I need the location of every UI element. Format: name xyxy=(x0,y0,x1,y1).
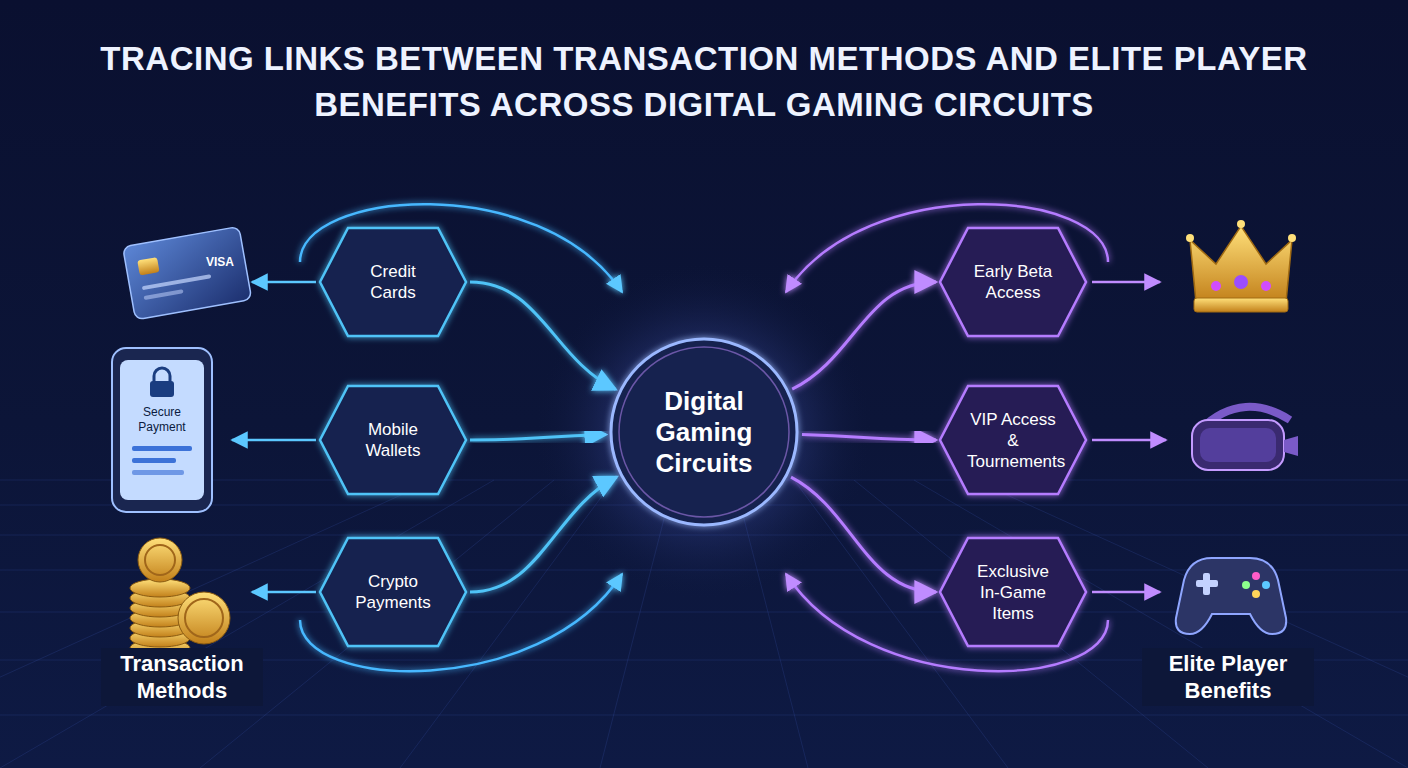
node-text-group: Digital Gaming Circuits xyxy=(633,386,775,479)
flow-connector xyxy=(791,477,936,592)
hub-circle: Digital Gaming Circuits xyxy=(609,337,799,527)
phone-screen-text: Secure Payment xyxy=(124,405,200,435)
hexagon-box: Crypto Payments xyxy=(318,536,468,648)
group-caption: Transaction Methods xyxy=(101,648,263,706)
hexagon-box: Early Beta Access xyxy=(938,226,1088,338)
group-caption: Elite Player Benefits xyxy=(1142,648,1314,706)
node-label: Mobile Wallets xyxy=(347,419,439,461)
node-text-group: Early Beta Access xyxy=(967,261,1059,303)
hexagon-outline xyxy=(940,228,1086,336)
coin-stack-icon xyxy=(130,538,230,657)
card-brand: VISA xyxy=(195,255,245,269)
node-outline xyxy=(318,226,468,338)
node-outline xyxy=(318,536,468,648)
hexagon-outline xyxy=(940,538,1086,646)
hub-inner-ring xyxy=(619,347,789,517)
gamepad-icon xyxy=(1176,558,1286,634)
node-text-group: Mobile Wallets xyxy=(347,419,439,461)
right-loop-arcs xyxy=(786,204,1108,671)
node-label: VIP Access & Tournements xyxy=(967,409,1059,472)
node-label: Digital Gaming Circuits xyxy=(633,386,775,479)
node-text-group: Exclusive In-Game Items xyxy=(967,561,1059,624)
left-out-arrows xyxy=(232,282,316,592)
phone-icon xyxy=(112,348,212,512)
hexagon-outline xyxy=(940,386,1086,494)
left-loop-arcs xyxy=(300,204,622,671)
flow-connector xyxy=(802,435,936,440)
hexagon-outline xyxy=(320,386,466,494)
node-label: Exclusive In-Game Items xyxy=(967,561,1059,624)
center-glow xyxy=(534,262,874,602)
right-out-arrows xyxy=(1092,282,1166,592)
diagram-title: TRACING LINKS BETWEEN TRANSACTION METHOD… xyxy=(84,36,1324,128)
hexagon-box: Credit Cards xyxy=(318,226,468,338)
node-text-group: VIP Access & Tournements xyxy=(967,409,1059,472)
node-text-group: Crypto Payments xyxy=(347,571,439,613)
flow-connector xyxy=(470,477,617,592)
flow-connector xyxy=(470,282,616,389)
node-label: Early Beta Access xyxy=(967,261,1059,303)
hexagon-box: VIP Access & Tournements xyxy=(938,384,1088,496)
hexagon-outline xyxy=(320,538,466,646)
flow-connector xyxy=(792,282,936,389)
hub-outline xyxy=(611,339,797,525)
hexagon-box: Mobile Wallets xyxy=(318,384,468,496)
flow-connector xyxy=(470,435,606,440)
node-label: Crypto Payments xyxy=(347,571,439,613)
credit-card-icon xyxy=(123,226,252,319)
node-outline xyxy=(938,226,1088,338)
node-outline xyxy=(318,384,468,496)
crown-icon xyxy=(1186,220,1296,312)
vr-headset-icon xyxy=(1192,407,1298,470)
hexagon-outline xyxy=(320,228,466,336)
node-label: Credit Cards xyxy=(347,261,439,303)
node-text-group: Credit Cards xyxy=(347,261,439,303)
hexagon-box: Exclusive In-Game Items xyxy=(938,536,1088,648)
